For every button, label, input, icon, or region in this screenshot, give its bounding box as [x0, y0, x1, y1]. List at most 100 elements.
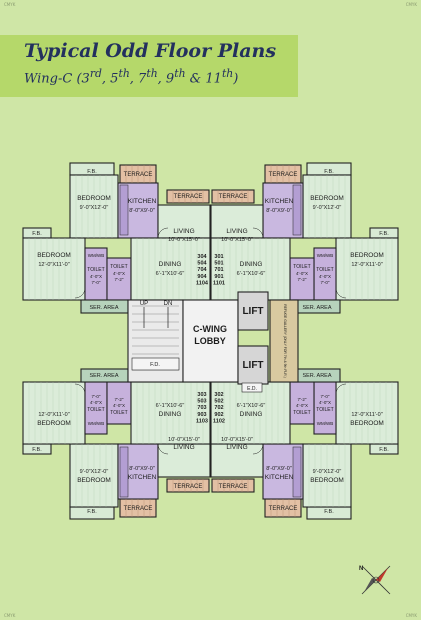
fb-label: F.B.	[32, 447, 42, 453]
living-room	[157, 204, 211, 239]
bedroom-dimension: 12'-0"X11'-0"	[38, 412, 69, 418]
toilet-dimension: 4'-0"X	[113, 271, 125, 276]
bedroom-dimension: 12'-0"X11'-0"	[351, 262, 382, 268]
fire-door	[131, 357, 180, 371]
kitchen-platform	[119, 184, 129, 236]
bedroom-dimension: 12'-0"X11'-0"	[351, 412, 382, 418]
electric-duct	[241, 382, 263, 393]
toilet-label: TOILET	[316, 267, 333, 273]
toilet-dimension: 4'-0"X	[296, 403, 308, 408]
flat-number: 702	[214, 405, 223, 411]
flat-number: 703	[197, 405, 206, 411]
dining-label: DINING	[159, 411, 182, 418]
toilet-dimension: 4'-0"X	[90, 400, 102, 405]
door-swing	[252, 443, 264, 455]
lobby-label: C-WING	[193, 324, 227, 334]
fb-label: F.B.	[87, 169, 97, 175]
flat-number: 304	[197, 254, 207, 260]
flat-number: 902	[214, 412, 223, 418]
terrace-room	[166, 189, 210, 204]
stair-down-label: DN	[164, 301, 173, 307]
terrace-label: TERRACE	[124, 506, 153, 512]
bedroom-label: BEDROOM	[310, 477, 344, 484]
dining-dimension: 6'-1"X10'-6"	[237, 271, 266, 277]
flat-number: 302	[214, 392, 223, 398]
toilet-label: TOILET	[87, 407, 104, 413]
flat-number: 1104	[196, 280, 209, 286]
toilet-dimension: 4'-0"X	[113, 403, 125, 408]
dining-label: DINING	[240, 261, 263, 268]
kitchen-label: KITCHEN	[265, 474, 294, 481]
flat-number: 1103	[196, 418, 208, 424]
kitchen-dimension: 8'-0"X9'-0"	[266, 466, 292, 472]
bedroom-dimension: 9'-0"X12'-0"	[313, 469, 342, 475]
fb-label: F.B.	[32, 231, 42, 237]
door-swing	[157, 227, 169, 239]
lift-label: LIFT	[242, 306, 263, 317]
kitchen-platform	[119, 446, 129, 498]
toilet-dimension: 7'-2"	[115, 397, 124, 402]
core-area	[127, 291, 299, 393]
wm-wb-label: WM/WB	[88, 421, 105, 426]
ser-area-label: SER. AREA	[302, 305, 331, 311]
dining-label: DINING	[159, 261, 182, 268]
dining-dimension: 6'-1"X10'-6"	[156, 271, 185, 277]
flat-number: 904	[197, 274, 207, 280]
bedroom-label: BEDROOM	[350, 420, 384, 427]
terrace-room	[211, 478, 255, 493]
flat-bottom-right	[210, 368, 399, 520]
bedroom-label: BEDROOM	[310, 195, 344, 202]
toilet-room	[106, 257, 132, 301]
ser-area-label: SER. AREA	[89, 305, 118, 311]
flat-bottom-left	[22, 368, 211, 520]
living-dimension: 10'-0"X15'-0"	[221, 437, 253, 443]
toilet-label: TOILET	[110, 410, 127, 416]
bedroom-label: BEDROOM	[77, 477, 111, 484]
flat-number: 901	[214, 274, 223, 280]
lobby-label: LOBBY	[194, 336, 226, 346]
lift-shaft	[237, 345, 269, 385]
flat-number: 1101	[213, 280, 225, 286]
kitchen-dimension: 8'-0"X9'-0"	[129, 208, 155, 214]
living-dimension: 10'-0"X15'-0"	[221, 237, 253, 243]
terrace-room	[211, 189, 255, 204]
kitchen-dimension: 8'-0"X9'-0"	[129, 466, 155, 472]
dining-dimension: 6'-1"X10'-6"	[156, 403, 185, 409]
flat-top-right	[210, 162, 399, 314]
bedroom-room	[335, 381, 399, 445]
bedroom-label: BEDROOM	[350, 252, 384, 259]
bedroom-label: BEDROOM	[77, 195, 111, 202]
flat-top-left	[22, 162, 211, 314]
page-subtitle: Wing-C (3rd, 5th, 7th, 9th & 11th)	[24, 67, 239, 87]
fire-door-label: F.D.	[150, 362, 160, 368]
toilet-dimension: 4'-0"X	[90, 274, 102, 279]
refuge-gallery	[269, 299, 299, 383]
terrace-label: TERRACE	[174, 484, 203, 490]
stair-up-label: UP	[140, 301, 148, 307]
bedroom-room	[335, 237, 399, 301]
bedroom-dimension: 12'-0"X11'-0"	[38, 262, 69, 268]
lobby	[182, 299, 239, 383]
toilet-dimension: 7'-0"	[321, 394, 330, 399]
door-swing	[252, 227, 264, 239]
bedroom-dimension: 9'-0"X12'-0"	[80, 205, 109, 211]
fb-label: F.B.	[324, 509, 334, 515]
title-band	[0, 35, 298, 97]
toilet-dimension: 7'-2"	[115, 277, 124, 282]
flat-number: 501	[214, 261, 223, 267]
kitchen-label: KITCHEN	[128, 474, 157, 481]
door-swing	[157, 443, 169, 455]
flat-number: 502	[214, 399, 223, 405]
fb-label: F.B.	[379, 447, 389, 453]
compass-icon: N	[359, 565, 391, 595]
lift-shaft	[237, 291, 269, 331]
toilet-dimension: 7'-0"	[92, 280, 101, 285]
toilet-label: TOILET	[293, 264, 310, 270]
living-label: LIVING	[173, 444, 194, 451]
flat-number: 303	[197, 392, 206, 398]
toilet-dimension: 7'-2"	[298, 397, 307, 402]
toilet-label: TOILET	[110, 264, 127, 270]
terrace-label: TERRACE	[219, 194, 248, 200]
toilet-dimension: 4'-0"X	[319, 274, 331, 279]
wm-wb-label: WM/WB	[88, 253, 105, 258]
